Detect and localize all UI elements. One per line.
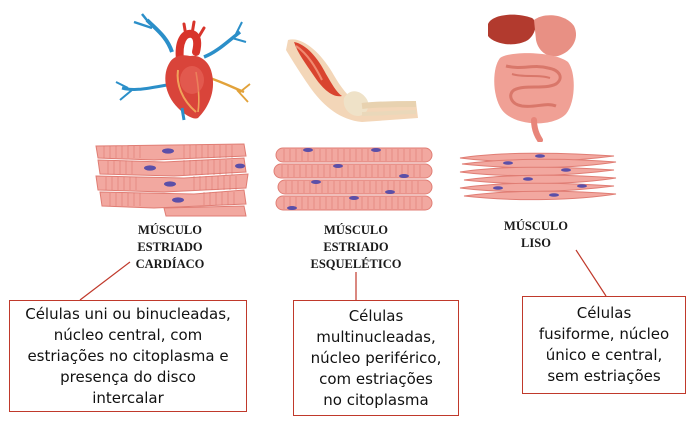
smooth-fibers-icon [459,152,617,201]
connector-cardiac [79,261,131,301]
title-line: ESQUELÉTICO [310,257,402,271]
description-line: núcleo central, com [53,325,203,344]
title-smooth-muscle: MÚSCULO LISO [484,218,588,252]
description-line: multinucleadas, [316,327,436,346]
description-smooth: Células fusiforme, núcleo único e centra… [522,296,686,394]
description-line: núcleo periférico, [310,348,442,367]
description-line: no citoplasma [323,390,429,409]
heart-icon [115,13,251,121]
description-line: Células [348,306,404,325]
title-skeletal-muscle: MÚSCULO ESTRIADO ESQUELÉTICO [296,222,416,273]
description-line: estriações no citoplasma e [27,346,229,365]
digestive-organs-icon [488,14,577,142]
title-line: ESTRIADO [323,240,389,254]
description-skeletal: Células multinucleadas, núcleo periféric… [293,300,459,416]
cardiac-fibers-icon [95,143,249,217]
description-line: único e central, [545,346,663,364]
skeletal-fibers-icon [273,147,433,211]
description-line: Células [576,304,632,322]
connector-smooth [575,249,607,297]
title-line: MÚSCULO [504,219,568,233]
description-line: sem estriações [547,367,661,385]
title-line: MÚSCULO [324,223,388,237]
title-cardiac-muscle: MÚSCULO ESTRIADO CARDÍACO [110,222,230,273]
description-line: com estriações [319,369,433,388]
title-line: CARDÍACO [135,257,205,271]
arm-muscle-icon [286,39,418,123]
title-line: ESTRIADO [137,240,203,254]
title-line: MÚSCULO [138,223,202,237]
description-line: Células uni ou binucleadas, [25,304,231,323]
description-line: intercalar [92,388,164,407]
description-cardiac: Células uni ou binucleadas, núcleo centr… [9,300,247,412]
description-line: presença do disco [60,367,196,386]
title-line: LISO [521,236,551,250]
description-line: fusiforme, núcleo [538,325,670,343]
